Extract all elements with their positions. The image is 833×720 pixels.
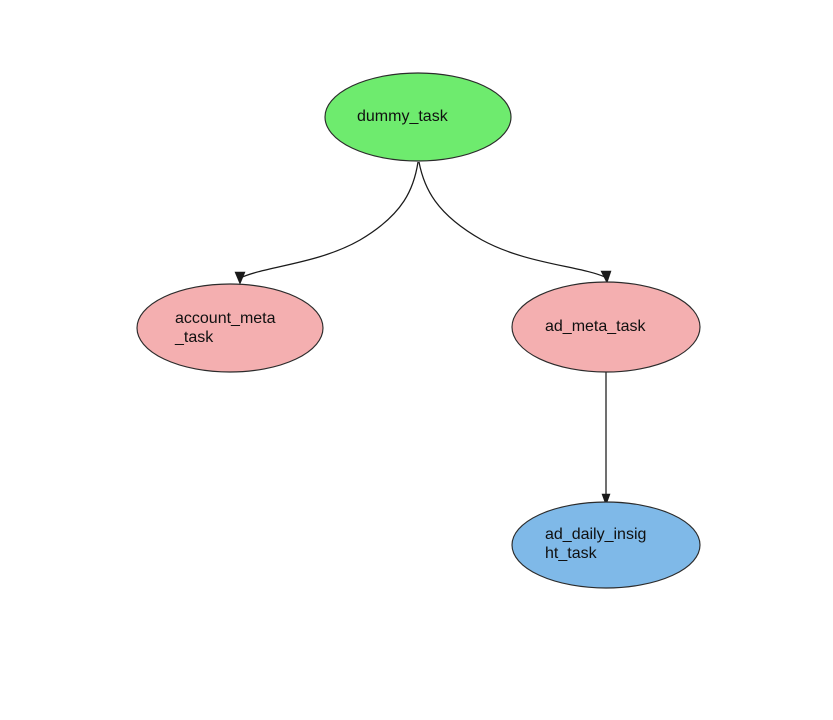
edge-line [418,161,606,278]
edges-layer [234,161,612,506]
node-label: ad_daily_insig ht_task [545,526,646,562]
node-dummy_task[interactable]: dummy_task [324,72,512,162]
node-label-line: _task [174,329,214,346]
edge-line [239,161,419,279]
node-shape-ellipse[interactable] [136,283,324,373]
node-label-line: ht_task [545,545,598,562]
node-shape-ellipse[interactable] [511,501,701,589]
node-label-line: account_meta [175,310,276,327]
node-shape-ellipse[interactable] [324,72,512,162]
node-label: account_meta _task [174,310,276,346]
edge-ad_meta_task-to-ad_daily_insight_task [601,372,611,506]
node-label: dummy_task [357,108,449,125]
edge-dummy_task-to-ad_meta_task [418,161,612,284]
arrowhead-icon [234,271,246,285]
node-shape-ellipse[interactable] [511,281,701,373]
arrowhead-icon [601,493,611,506]
node-account_meta_task[interactable]: account_meta _task [136,283,324,373]
node-label-line: dummy_task [357,108,449,125]
node-label-line: ad_meta_task [545,318,647,335]
arrowhead-icon [600,270,612,284]
node-label-line: ad_daily_insig [545,526,646,543]
nodes-layer: dummy_taskaccount_meta_taskad_meta_taska… [136,72,701,589]
node-label: ad_meta_task [545,318,647,335]
edge-dummy_task-to-account_meta_task [234,161,419,285]
node-ad_daily_insight_task[interactable]: ad_daily_insig ht_task [511,501,701,589]
node-ad_meta_task[interactable]: ad_meta_task [511,281,701,373]
